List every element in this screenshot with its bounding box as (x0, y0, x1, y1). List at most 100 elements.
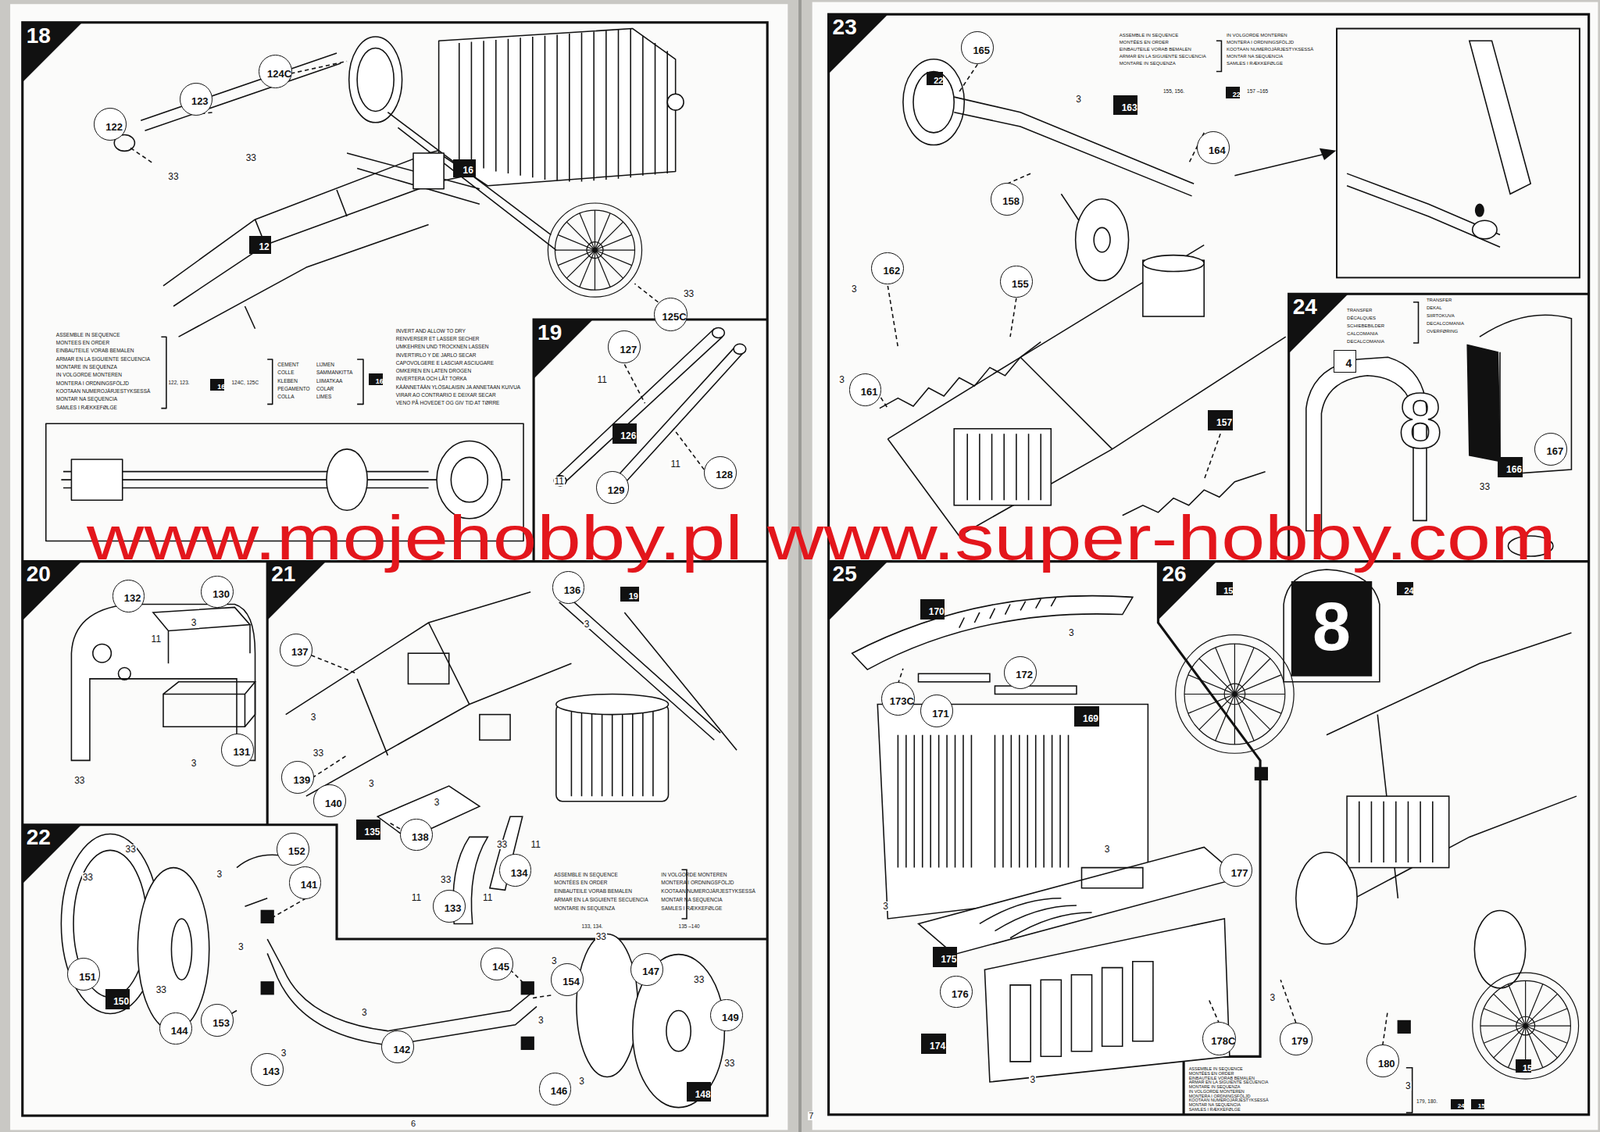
step-corner (22, 22, 83, 83)
instruction-note: IN VOLGORDE MONTEREN (1226, 32, 1288, 38)
adhesive-code: 11 (410, 892, 422, 903)
part-number: 180 (1378, 1058, 1396, 1069)
step-26-drawing (1397, 1021, 1411, 1034)
adhesive-code: 11 (553, 476, 565, 486)
decal-number: 8 (1312, 592, 1351, 661)
step-panel: 18124C1231221612125C1616 (22, 22, 768, 562)
instruction-note: ASSEMBLE IN SEQUENCE (1189, 1067, 1243, 1072)
part-number: 173C (889, 696, 915, 707)
part-callout: 149 (710, 999, 743, 1033)
instruction-note: EINBAUTEILE VORAB BEMALEN (1189, 1076, 1255, 1082)
instruction-note: OMKEREN EN LATEN DROGEN (396, 368, 472, 375)
step-corner (828, 14, 889, 74)
adhesive-code: 33 (496, 839, 508, 850)
step-20-drawing (118, 667, 132, 681)
sequence-list: 179, 180. (1416, 1099, 1438, 1105)
step-26-drawing (1296, 852, 1358, 945)
part-number: 124C (267, 68, 292, 79)
part-callout: 151 (67, 957, 100, 991)
part-number: 177 (1231, 867, 1249, 879)
step-18-drawing (413, 153, 444, 190)
part-number: 141 (300, 879, 318, 890)
step-corner (22, 560, 83, 621)
adhesive-code: 3 (215, 869, 223, 879)
step-panel: 231652216316422158162155161157 (828, 14, 1590, 561)
step-23-drawing (967, 433, 1041, 500)
instruction-note: MONTARE IN SEQUENZA (553, 906, 615, 912)
part-number: 16 (217, 383, 225, 391)
panel-frames (1336, 28, 1580, 279)
instruction-note: TRANSFER (1426, 297, 1452, 303)
part-callout-filled: 163 (1113, 95, 1138, 116)
step-25-drawing (852, 596, 1133, 671)
watermark: www.super-hobby.com (767, 507, 1557, 569)
adhesive-code: 33 (312, 748, 325, 758)
part-number: 126 (620, 431, 636, 441)
page-number: 6 (410, 1119, 417, 1129)
part-callout: 125C (653, 297, 688, 332)
step-18-drawing (130, 60, 658, 302)
instruction-note: KLEBEN (277, 378, 298, 385)
part-number: 162 (882, 265, 900, 276)
part-callout-filled: 15 (1515, 1059, 1533, 1073)
part-number: 122 (105, 121, 123, 133)
instruction-note: TRANSFER (1346, 307, 1372, 313)
part-number: 15 (1223, 586, 1233, 596)
instruction-note: KÄÄNNETÄÄN YLÖSALAISIN JA ANNETAAN KUIVU… (396, 385, 521, 391)
part-callout: 141 (289, 866, 322, 900)
part-number: 16 (375, 378, 384, 386)
step-18-drawing (346, 112, 557, 250)
part-callout: 130 (200, 575, 234, 609)
part-number: 179 (1291, 1035, 1309, 1047)
step-26-drawing (1316, 632, 1577, 919)
part-number: 12 (258, 242, 269, 252)
part-callout-filled: 22 (1225, 86, 1240, 99)
instruction-note: CEMENT (277, 362, 299, 368)
adhesive-code: 3 (550, 956, 558, 966)
step-corner (1289, 293, 1349, 354)
step-26-drawing (1346, 796, 1450, 868)
step-19-drawing (733, 343, 747, 354)
step-25-drawing (897, 668, 1219, 1025)
part-number: 148 (695, 1089, 711, 1100)
step-22-drawing (576, 934, 638, 1078)
step-23-drawing (1075, 199, 1129, 282)
step-panel: 25170173C171172169177175176174178C (828, 560, 1261, 1115)
part-callout: 180 (1366, 1044, 1400, 1078)
step-23-drawing (1093, 227, 1111, 252)
instruction-note: CALCOMANIA (1346, 331, 1379, 336)
instruction-note: ASSEMBLE IN SEQUENCE (56, 332, 121, 339)
part-callout: 171 (920, 694, 954, 728)
part-number: 151 (78, 971, 97, 983)
sequence-list: 135 –140 (678, 924, 700, 930)
part-number: 158 (1002, 196, 1020, 207)
step-18-drawing (326, 449, 368, 511)
instruction-note: KOOTAAN NUMEROJÄRJESTYKSESSÄ (1189, 1098, 1269, 1104)
step-23-drawing (1469, 40, 1531, 194)
step-18-drawing (667, 93, 684, 111)
part-callout: 122 (93, 107, 127, 141)
adhesive-code: 3 (1067, 628, 1075, 638)
adhesive-code: 3 (237, 942, 245, 952)
instruction-note: ARMAR EN LA SIGUIENTE SECUENCIA (1189, 1080, 1269, 1086)
step-23-drawing (953, 428, 1051, 506)
instruction-note: ARMAR EN LA SIGUIENTE SECUENCIA (1119, 53, 1207, 59)
step-22-drawing (521, 1036, 534, 1050)
part-callout: 178C (1202, 1021, 1236, 1056)
part-callout-filled: 24 (1396, 582, 1414, 596)
step-25-drawing (897, 735, 1068, 868)
adhesive-code: 33 (73, 775, 86, 786)
part-number: 154 (562, 976, 580, 987)
part-callout: 127 (607, 330, 641, 364)
part-callout: 144 (159, 1012, 193, 1046)
instruction-note: COLLE (277, 370, 294, 376)
step-25-drawing (994, 685, 1076, 694)
adhesive-code: 3 (1075, 94, 1083, 104)
instruction-note: VENO PÅ HOVEDET OG GIV TID AT TØRRE (396, 400, 500, 407)
instruction-note: INVERT AND ALLOW TO DRY (396, 328, 466, 335)
instruction-note: PEGAMENTO (277, 386, 310, 393)
adhesive-code: 3 (838, 375, 846, 385)
adhesive-code: 33 (245, 153, 258, 163)
step-23-drawing (865, 64, 1222, 480)
